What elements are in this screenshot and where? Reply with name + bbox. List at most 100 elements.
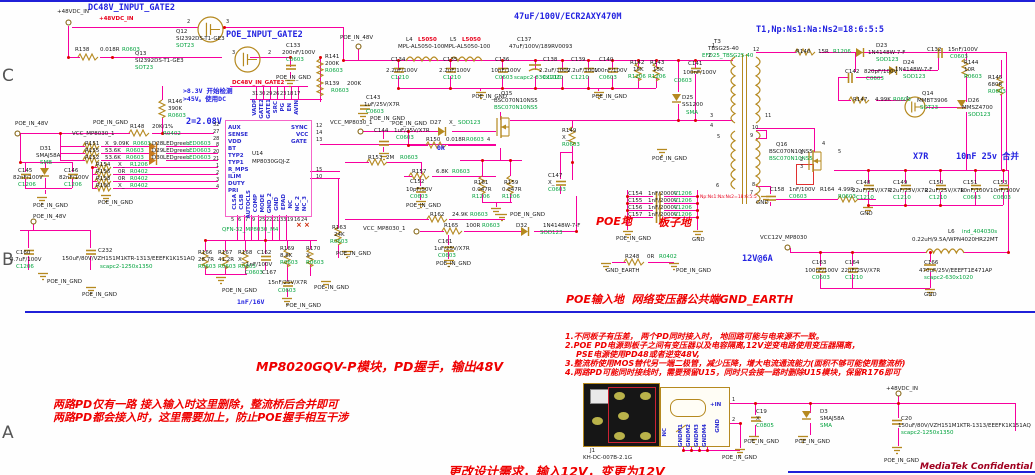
wire-segment — [695, 60, 696, 68]
resistor-symbol — [366, 157, 388, 167]
wire-segment — [101, 146, 150, 147]
wire-segment — [258, 215, 259, 240]
wire-segment — [92, 174, 97, 175]
junction-dot — [867, 169, 870, 172]
pin-number: 24 — [301, 217, 308, 223]
resistor-symbol — [240, 250, 250, 270]
footprint-label: R0603 — [562, 142, 580, 148]
wire-segment — [756, 186, 770, 187]
component-label: POE_IN_GND — [82, 292, 117, 298]
annotation-blue: 47uF/100V/ECR2AXY470M — [514, 12, 622, 22]
wire-segment — [742, 54, 743, 204]
annotation-blue: 2=2.08V — [186, 117, 222, 127]
net-label: L5050 — [462, 37, 481, 43]
wire-segment — [898, 428, 899, 446]
note-red: PSE电源使用PD48或者逆变48V, — [576, 350, 700, 359]
junction-dot — [264, 239, 267, 242]
capacitor-symbol — [283, 280, 293, 288]
footprint-label: R0603 — [168, 113, 186, 119]
grid-row-label: B — [2, 250, 14, 270]
footprint-label: R0603 — [280, 260, 298, 266]
component-label: 15nF/100V — [948, 47, 978, 53]
footprint-label: R0603 — [126, 148, 144, 154]
winding-symbol — [730, 56, 739, 124]
pin-number: 4 — [710, 123, 714, 129]
ground-symbol — [85, 286, 97, 295]
ground-symbol — [692, 230, 704, 239]
junction-dot — [407, 130, 410, 133]
pin-name: GND — [715, 419, 721, 433]
component-label: 200K — [325, 61, 340, 67]
component-label: R163 — [332, 225, 347, 231]
component-label: X_ — [238, 257, 245, 263]
wire-segment — [810, 423, 811, 435]
wire-segment — [287, 289, 288, 297]
component-label: C162 — [257, 250, 272, 256]
pin-name: AUX — [228, 125, 241, 131]
pin-number: 32 — [213, 122, 220, 128]
pin-name: TYP1 — [228, 160, 244, 166]
pin-number: 26 — [273, 91, 280, 97]
annotation-red-tiny: Np:Ns1:Na:Ns2=18:6:5:5 — [700, 195, 757, 200]
wire-segment — [100, 57, 222, 58]
pin-number: 6 — [716, 183, 720, 189]
capacitor-symbol — [379, 139, 389, 147]
wire-segment — [938, 52, 939, 70]
component-label: 6.8K — [436, 169, 449, 175]
wire-segment — [338, 178, 339, 228]
resistor-symbol — [315, 77, 325, 97]
footprint-label: C0603 — [963, 195, 981, 201]
footprint-label: C0603 — [548, 187, 566, 193]
wire-segment — [72, 178, 73, 188]
component-label: R140 — [796, 49, 811, 55]
wire-segment — [60, 133, 61, 160]
wire-segment — [838, 77, 848, 78]
footprint-label: C0603 — [245, 270, 263, 276]
wire-segment — [905, 170, 906, 183]
terminal-icon — [784, 244, 791, 251]
component-label: 0.018R — [100, 47, 120, 53]
ground-symbol — [100, 194, 112, 203]
wire-segment — [263, 86, 264, 100]
component-label: POE_IN_GND — [314, 285, 349, 291]
wire-segment — [244, 215, 245, 240]
component-label: D29 — [152, 148, 164, 154]
winding-symbol — [752, 130, 761, 204]
component-label: 53.6K — [105, 155, 121, 161]
wire-segment — [20, 133, 21, 162]
ground-symbol — [378, 152, 390, 161]
component-label: 1nF/2000V — [648, 191, 678, 197]
wire-segment — [814, 128, 815, 152]
pin-number: 13 — [316, 137, 323, 143]
wire-segment — [25, 178, 26, 188]
terminal-icon — [14, 130, 21, 137]
component-label: 1N4148W-7-F — [895, 67, 933, 73]
junction-dot — [677, 59, 680, 62]
wire-segment — [404, 176, 412, 177]
resistor-symbol — [315, 58, 325, 78]
footprint-label: R1206 — [472, 194, 490, 200]
wire-segment — [286, 215, 287, 240]
junction-dot — [611, 87, 614, 90]
wire-segment — [648, 262, 674, 263]
wire-segment — [482, 160, 483, 176]
component-label: 15nF/25V/X7R — [268, 280, 308, 286]
component-label: R141 — [325, 54, 340, 60]
wire-segment — [627, 217, 653, 218]
component-label: C132 — [927, 47, 942, 53]
wire-segment — [746, 54, 747, 204]
wire-segment — [166, 146, 218, 147]
junction-dot — [698, 449, 701, 452]
ground-symbol — [656, 148, 668, 157]
ground-symbol — [760, 195, 772, 204]
note-red: POE地 — [596, 215, 632, 228]
wire-segment — [265, 215, 266, 240]
component-label: POE_IN_GND — [744, 439, 779, 445]
component-label: C139 — [571, 57, 586, 63]
footprint-label: C0603 — [599, 75, 617, 81]
component-label: POE_IN_48V — [340, 35, 374, 41]
wire-segment — [482, 194, 483, 202]
ground-symbol — [475, 91, 487, 100]
component-label: C166 — [924, 260, 939, 266]
